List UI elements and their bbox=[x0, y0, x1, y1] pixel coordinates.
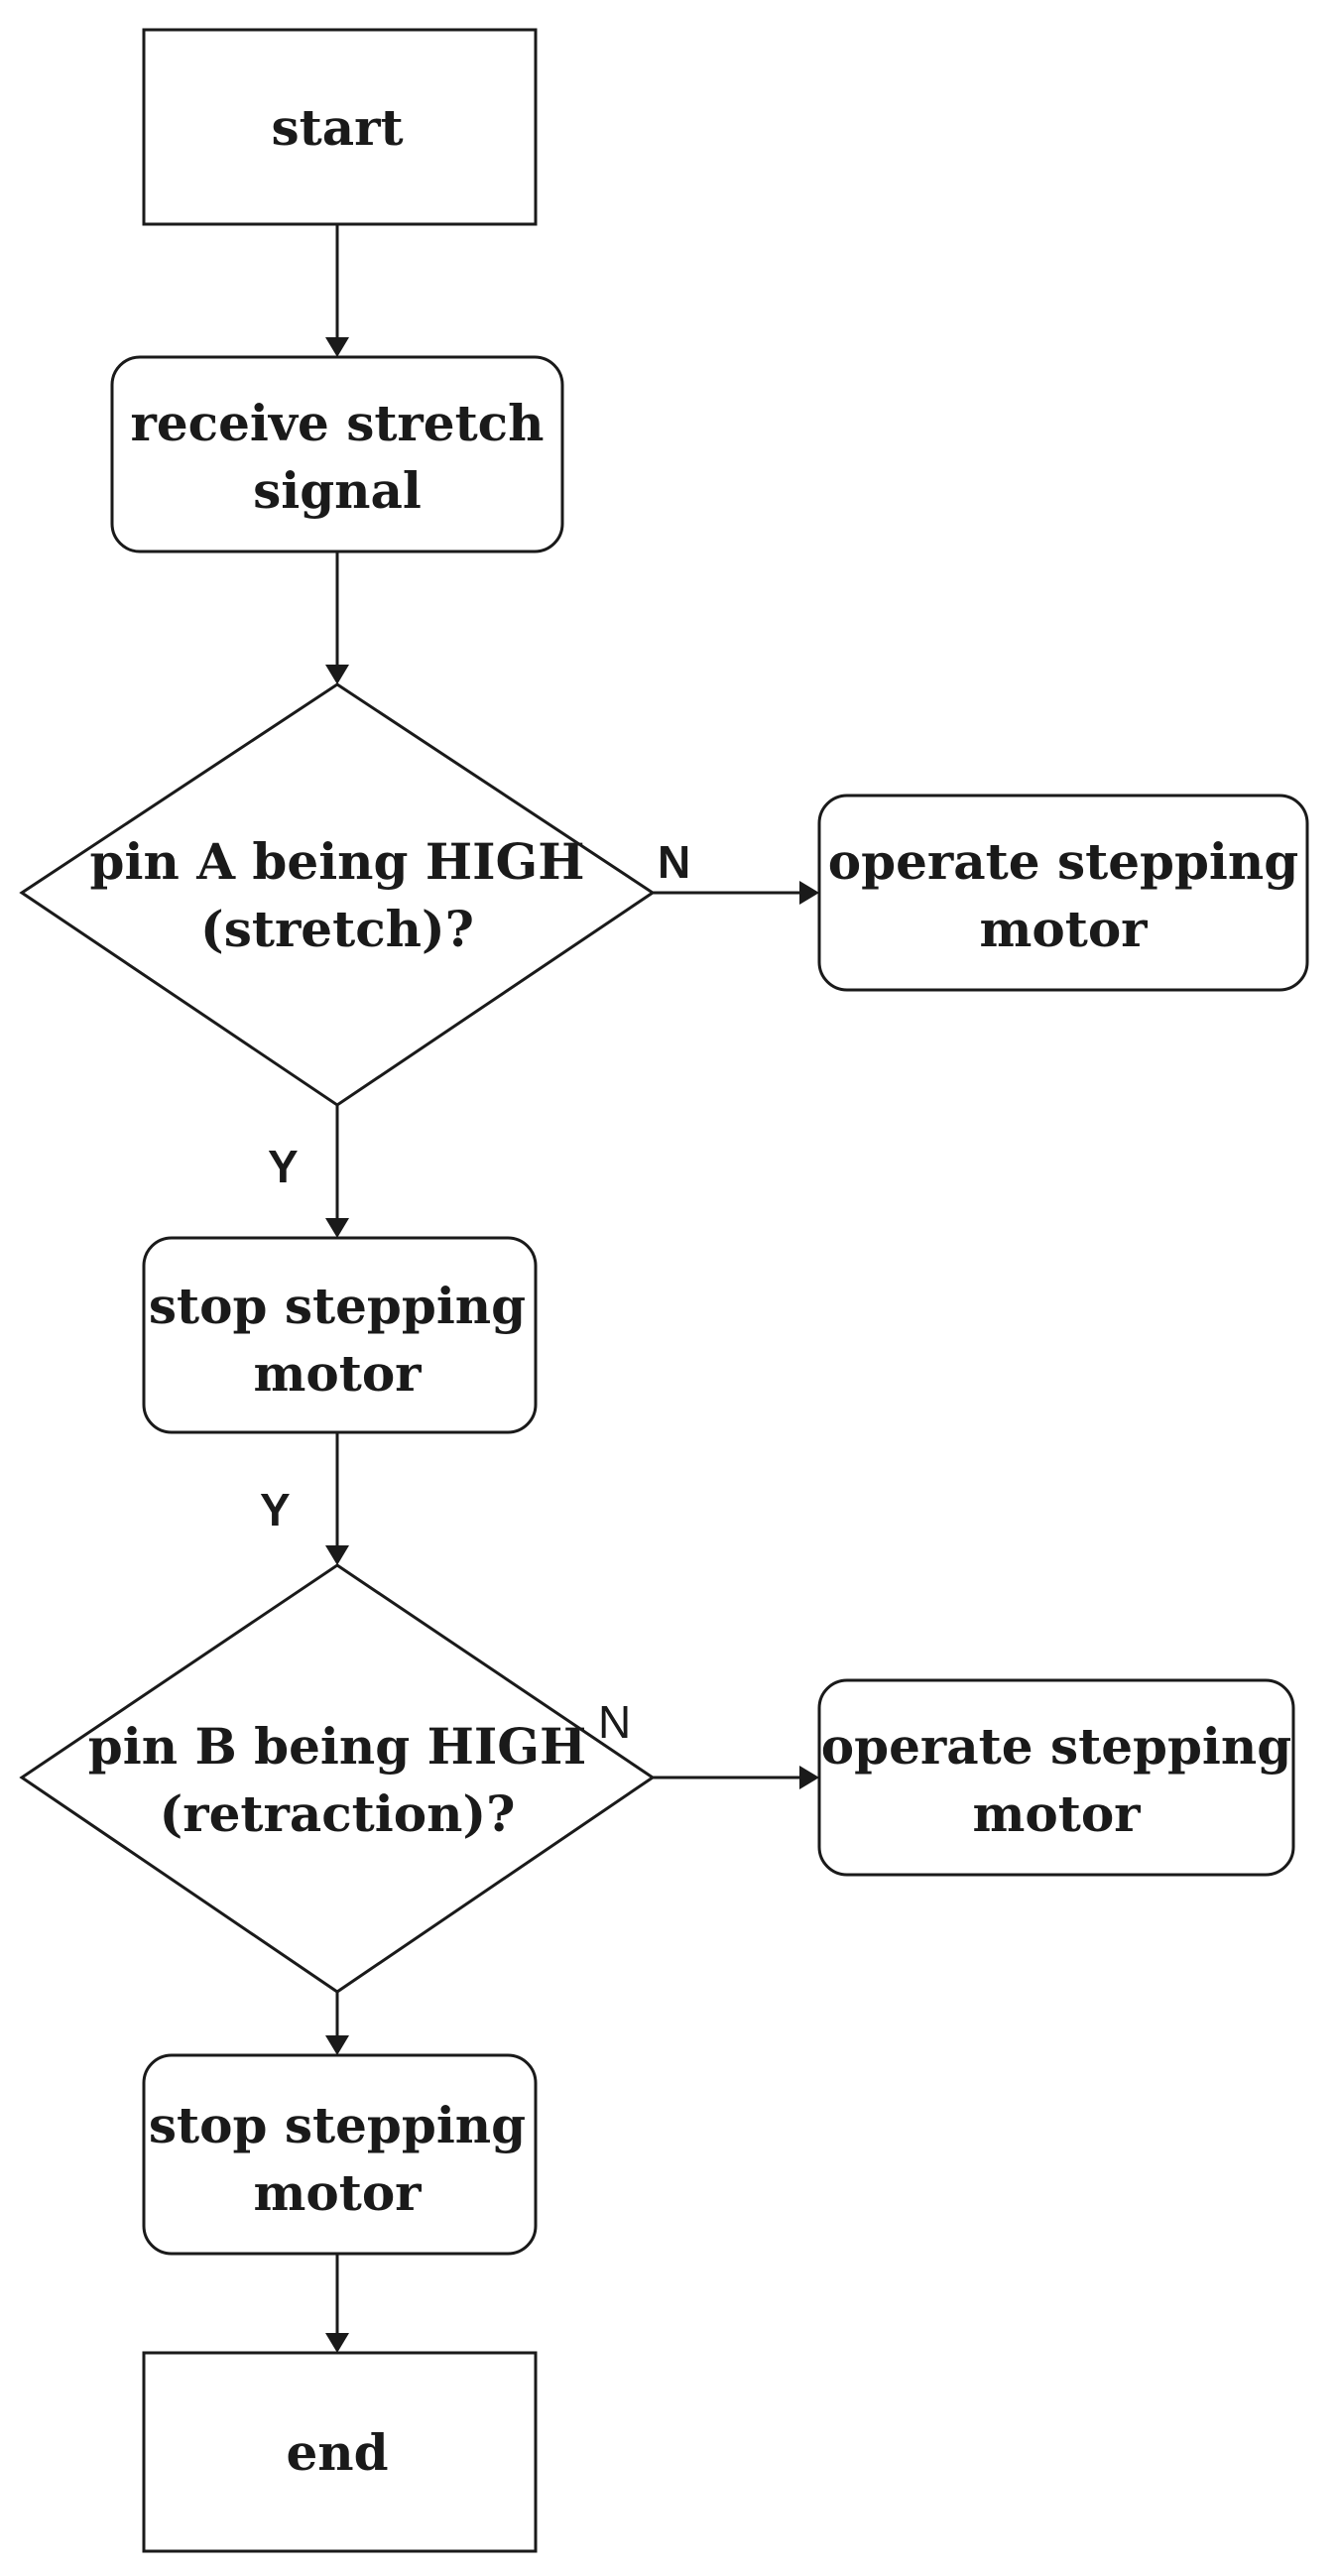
operate-a-line-1: operate stepping bbox=[828, 832, 1298, 891]
connectors bbox=[325, 224, 819, 2353]
operate-b-line-2: motor bbox=[972, 1784, 1141, 1843]
pin-a-line-2: (stretch)? bbox=[200, 900, 474, 958]
stop-motor-1-node: stop stepping motor bbox=[142, 1236, 538, 1434]
arrowhead-pin-a bbox=[325, 665, 349, 684]
pin-a-line-1: pin A being HIGH bbox=[90, 832, 585, 891]
pin-b-no-label: N bbox=[598, 1696, 631, 1748]
arrowhead-stop-1 bbox=[325, 1218, 349, 1238]
operate-a-line-2: motor bbox=[979, 900, 1148, 958]
arrowhead-pin-b bbox=[325, 1545, 349, 1565]
stop-1-yes-label: Y bbox=[260, 1484, 291, 1535]
operate-b-line-1: operate stepping bbox=[821, 1717, 1291, 1776]
operate-motor-a-node: operate stepping motor bbox=[817, 794, 1309, 992]
arrowhead-end bbox=[325, 2333, 349, 2353]
arrowhead-operate-a bbox=[799, 881, 819, 905]
pin-a-no-label: N bbox=[658, 836, 690, 888]
stop-1-line-1: stop stepping bbox=[149, 1277, 526, 1335]
stop-1-line-2: motor bbox=[253, 1344, 422, 1403]
stop-2-line-2: motor bbox=[253, 2163, 422, 2222]
receive-signal-line-2: signal bbox=[253, 461, 422, 520]
start-node: start bbox=[142, 28, 538, 226]
end-label: end bbox=[286, 2423, 388, 2482]
receive-signal-line-1: receive stretch bbox=[131, 394, 545, 452]
end-node: end bbox=[142, 2351, 538, 2553]
start-label: start bbox=[271, 98, 403, 157]
pin-b-decision-node: pin B being HIGH (retraction)? bbox=[19, 1563, 656, 1994]
stop-motor-2-node: stop stepping motor bbox=[142, 2053, 538, 2256]
arrowhead-receive bbox=[325, 337, 349, 357]
pin-b-line-2: (retraction)? bbox=[160, 1784, 516, 1843]
operate-motor-b-node: operate stepping motor bbox=[817, 1678, 1295, 1877]
pin-a-yes-label: Y bbox=[268, 1141, 299, 1192]
arrowhead-operate-b bbox=[799, 1766, 819, 1789]
arrowhead-stop-2 bbox=[325, 2035, 349, 2055]
stop-2-line-1: stop stepping bbox=[149, 2096, 526, 2154]
pin-b-line-1: pin B being HIGH bbox=[88, 1717, 586, 1776]
pin-a-decision-node: pin A being HIGH (stretch)? bbox=[19, 682, 656, 1107]
receive-signal-node: receive stretch signal bbox=[110, 355, 564, 553]
